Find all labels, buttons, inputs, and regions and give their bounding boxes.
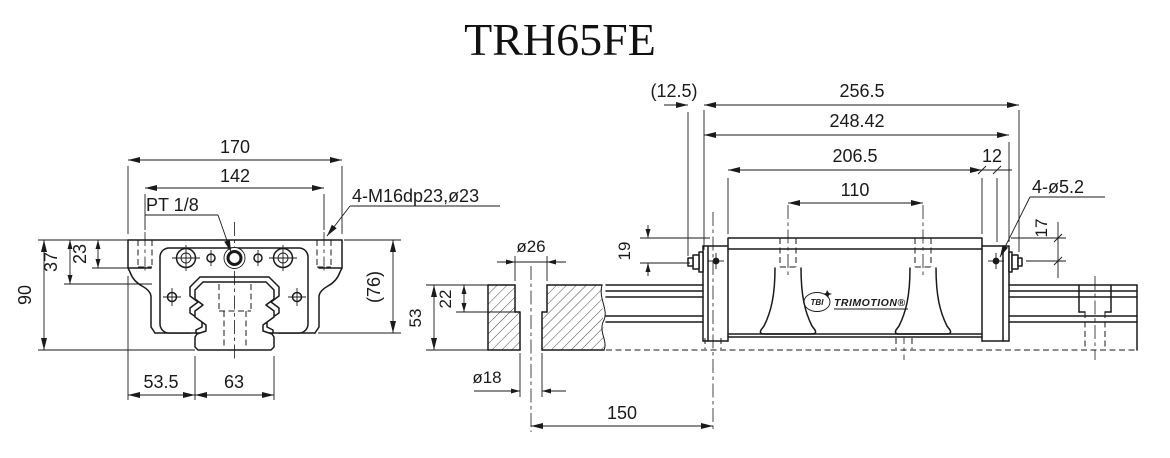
- dim-flange-height: 37: [41, 252, 61, 272]
- brand-logo: TBI TRIMOTION®: [803, 290, 908, 312]
- label-tap-note: 4-M16dp23,ø23: [352, 186, 479, 206]
- dim-rail-height: 53: [406, 309, 425, 328]
- dim-total-length: 256.5: [839, 81, 884, 101]
- dim-hole-dia: ø18: [472, 368, 501, 387]
- return-slot-right: [894, 267, 952, 335]
- flange-tapped-holes-hidden: [137, 240, 332, 268]
- dim-cbore-dia: ø26: [516, 237, 545, 256]
- carriage-side-view: TBI TRIMOTION®: [687, 205, 1023, 342]
- dim-flange-width: 170: [220, 137, 250, 157]
- return-slot-left: [759, 267, 817, 335]
- label-endcap-holes: 4-ø5.2: [1032, 177, 1084, 197]
- dim-hole-span: 142: [220, 166, 250, 186]
- rail-bolt-hole-hidden: [218, 284, 252, 348]
- logo-brand: TRIMOTION®: [834, 297, 906, 309]
- dim-cbore-depth: 22: [436, 290, 455, 309]
- dim-rail-width: 63: [224, 372, 244, 392]
- dim-nipple-height-right: 17: [1032, 219, 1051, 238]
- dim-rail-hole-pitch: 150: [607, 403, 637, 423]
- dim-nipple-height-left: 19: [615, 242, 634, 261]
- logo-star-icon: [823, 290, 832, 298]
- dim-body-length: 206.5: [832, 146, 877, 166]
- front-view-dimensions: 170 142 PT 1/8 4-M16dp23,ø23 90 37 23 (7…: [15, 137, 500, 400]
- dim-endcap-width: 12: [982, 146, 1002, 166]
- dim-block-length: 248.42: [829, 111, 884, 131]
- dim-step-height: 23: [70, 244, 90, 264]
- side-view: TBI TRIMOTION® (12.5) 256.5 248.42 206.5: [406, 81, 1138, 432]
- rail-side-view: [605, 284, 1138, 351]
- dim-total-height: 90: [15, 285, 35, 305]
- logo-emblem: TBI: [811, 298, 825, 307]
- dim-rail-offset: 53.5: [143, 372, 178, 392]
- drawing-title: TRH65FE: [464, 14, 656, 65]
- dim-block-height: (76): [364, 271, 384, 303]
- dim-block-hole-pitch: 110: [841, 180, 870, 200]
- carriage-face-holes: [163, 245, 306, 306]
- rail-section: [487, 266, 606, 432]
- dim-nipple-overhang: (12.5): [650, 81, 697, 101]
- block-tapped-holes-hidden: [779, 238, 932, 268]
- side-view-dimensions: (12.5) 256.5 248.42 206.5 12 110 4-ø5.2 …: [406, 81, 1105, 429]
- label-grease-port: PT 1/8: [146, 195, 199, 215]
- front-view: 170 142 PT 1/8 4-M16dp23,ø23 90 37 23 (7…: [15, 137, 500, 400]
